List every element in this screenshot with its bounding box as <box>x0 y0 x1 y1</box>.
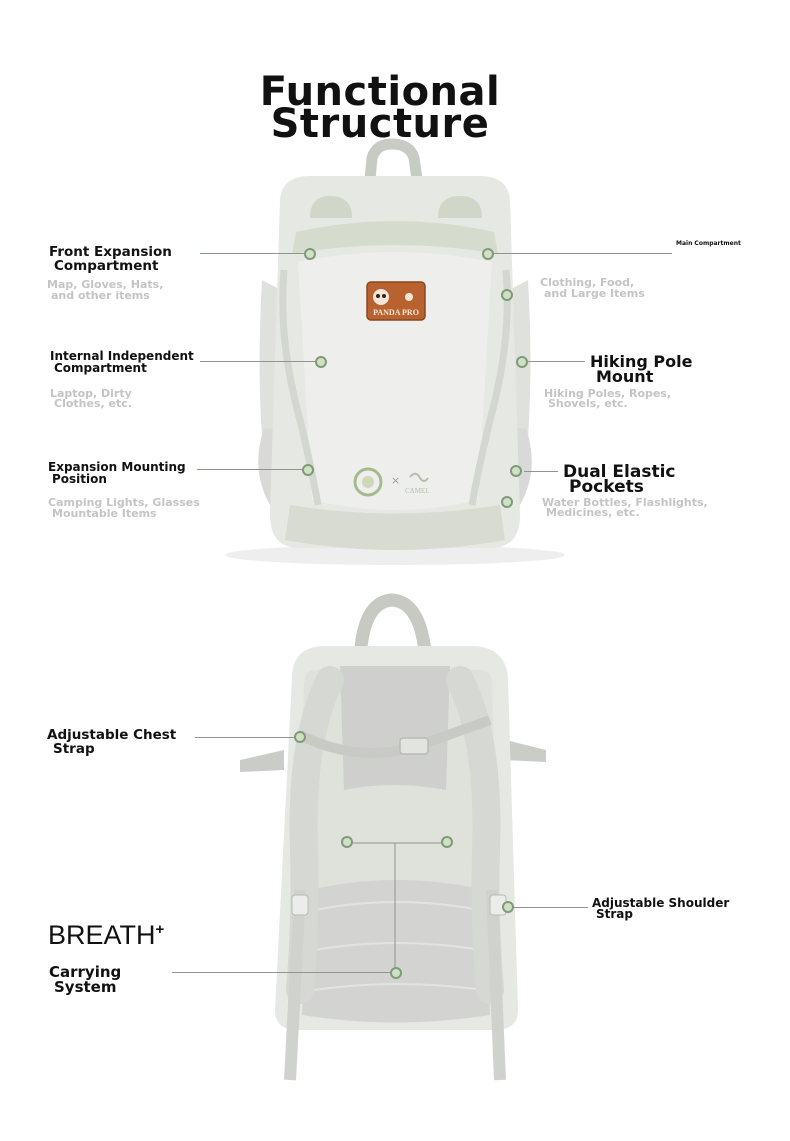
label-adjustable-chest-strap-2: Strap <box>53 741 95 757</box>
breath-word: BREATH <box>48 920 156 950</box>
callout-dot <box>341 836 353 848</box>
sub-elastic-2: Medicines, etc. <box>546 506 640 519</box>
leader-line <box>200 361 316 362</box>
callout-dot <box>516 356 528 368</box>
front-backpack-image <box>225 138 565 565</box>
label-dual-elastic-pockets-2: Pockets <box>569 477 644 497</box>
label-hiking-pole-mount: Hiking Pole <box>590 352 693 371</box>
leader-line <box>197 469 303 470</box>
sub-main-compartment-2: and Large Items <box>544 287 645 300</box>
callout-dot <box>501 289 513 301</box>
leader-line <box>200 253 308 254</box>
label-adjustable-chest-strap: Adjustable Chest <box>47 727 177 743</box>
label-adjustable-shoulder-strap: Adjustable Shoulder <box>592 896 730 910</box>
page-title-line1: Functional <box>259 69 501 115</box>
sub-elastic-1: Water Bottles, Flashlights, <box>542 496 708 509</box>
camel-logo-text: CAMEL <box>405 487 430 495</box>
label-expansion-mounting-position-2: Position <box>52 472 107 486</box>
sub-front-expansion-2: and other items <box>51 289 150 302</box>
sub-internal-1: Laptop, Dirty <box>50 387 132 400</box>
label-hiking-pole-mount-2: Mount <box>596 367 654 386</box>
callout-dot <box>441 836 453 848</box>
label-main-compartment: Main Compartment <box>676 240 741 247</box>
sub-main-compartment-1: Clothing, Food, <box>540 276 635 289</box>
callout-dot <box>501 496 513 508</box>
leader-line <box>524 471 558 472</box>
label-adjustable-shoulder-strap-2: Strap <box>596 907 633 921</box>
sub-internal-2: Clothes, etc. <box>54 397 132 410</box>
sub-hiking-2: Shovels, etc. <box>548 397 628 410</box>
sub-hiking-1: Hiking Poles, Ropes, <box>544 387 672 400</box>
collab-x: × <box>391 474 401 487</box>
sub-front-expansion-1: Map, Gloves, Hats, <box>47 278 164 291</box>
label-internal-independent-compartment-2: Compartment <box>54 361 147 375</box>
page-title-line2: Structure <box>270 101 490 147</box>
callout-dot <box>302 464 314 476</box>
breath-plus: + <box>155 921 165 938</box>
leader-line <box>172 972 390 973</box>
callout-dot <box>482 248 494 260</box>
label-internal-independent-compartment: Internal Independent <box>50 349 194 363</box>
label-front-expansion-compartment-2: Compartment <box>54 258 159 274</box>
label-dual-elastic-pockets: Dual Elastic <box>563 462 676 482</box>
callout-dot <box>502 901 514 913</box>
label-front-expansion-compartment: Front Expansion <box>49 244 172 260</box>
callout-dot <box>390 967 402 979</box>
label-expansion-mounting-position: Expansion Mounting <box>48 460 186 474</box>
breath-logo: BREATH+ <box>48 920 164 951</box>
callout-dot <box>315 356 327 368</box>
label-carrying-system-2: System <box>54 978 117 996</box>
sub-expansion-mount-1: Camping Lights, Glasses <box>48 496 200 509</box>
callout-dot <box>510 465 522 477</box>
back-backpack-image <box>240 593 546 1081</box>
leader-line <box>512 907 588 908</box>
callout-dot <box>294 731 306 743</box>
sub-expansion-mount-2: Mountable Items <box>52 507 157 520</box>
callout-dot <box>304 248 316 260</box>
label-carrying-system: Carrying <box>49 963 122 981</box>
leader-line <box>525 361 585 362</box>
leader-line <box>195 737 295 738</box>
brand-badge-text: PANDA PRO <box>373 308 419 317</box>
leader-line <box>492 253 672 254</box>
